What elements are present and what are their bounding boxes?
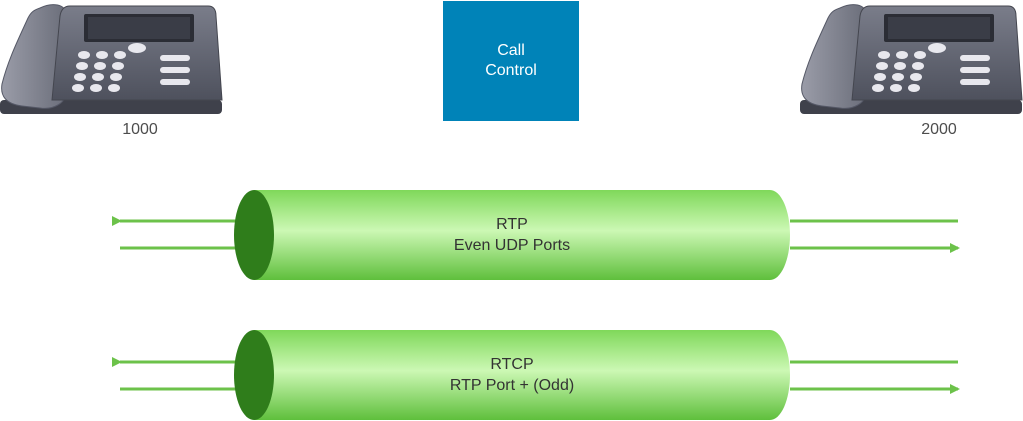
phone-right-label: 2000 bbox=[921, 121, 957, 138]
rtcp-label: RTCP RTP Port + (Odd) bbox=[252, 354, 772, 396]
rtcp-label-line1: RTCP bbox=[490, 356, 534, 373]
rtp-label-line1: RTP bbox=[496, 216, 528, 233]
rtp-arrows bbox=[112, 216, 960, 253]
rtcp-pipe bbox=[234, 330, 790, 420]
call-control-line2: Control bbox=[485, 62, 537, 79]
call-control-line1: Call bbox=[497, 42, 525, 59]
rtp-pipe bbox=[234, 190, 790, 280]
phone-left-icon bbox=[0, 4, 223, 114]
phone-right-icon bbox=[800, 4, 1023, 114]
call-control-box: Call Control bbox=[443, 1, 579, 121]
rtp-label: RTP Even UDP Ports bbox=[252, 214, 772, 256]
rtp-label-line2: Even UDP Ports bbox=[453, 237, 571, 254]
rtcp-arrows bbox=[112, 357, 960, 394]
phone-left-label: 1000 bbox=[122, 121, 158, 138]
rtcp-label-line2: RTP Port + (Odd) bbox=[449, 377, 575, 394]
